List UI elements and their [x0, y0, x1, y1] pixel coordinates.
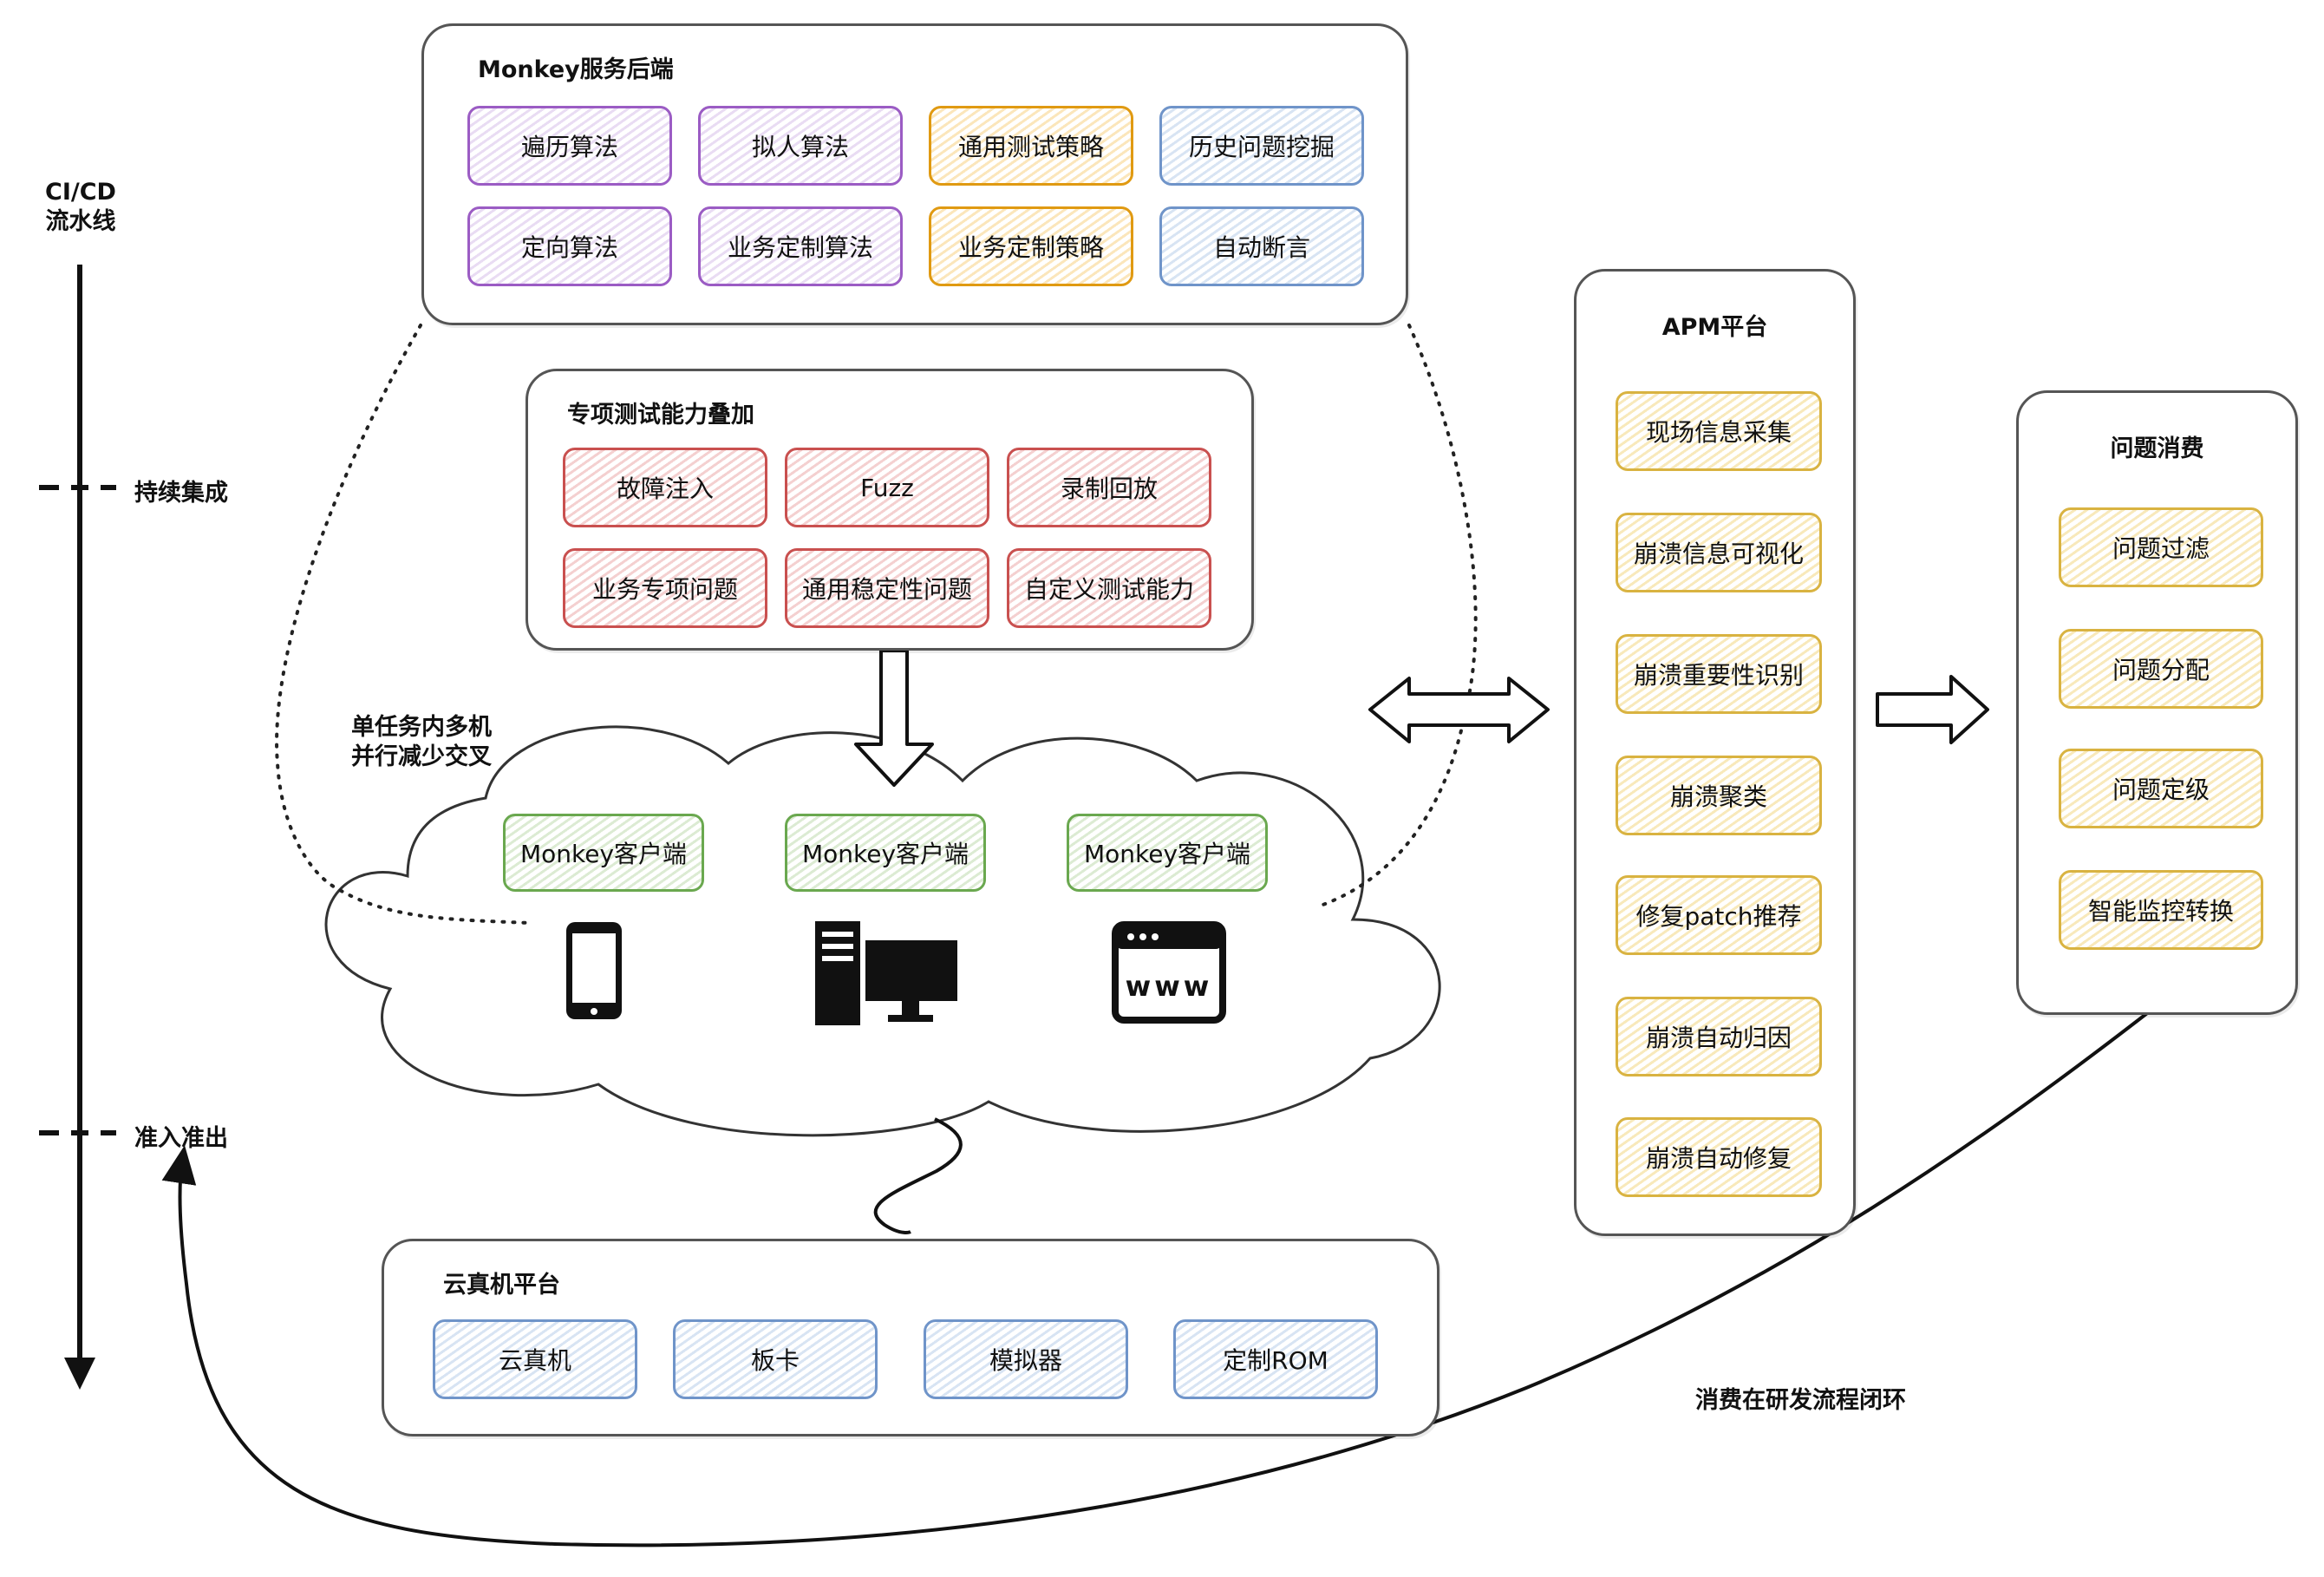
chip-issue-assign: 问题分配: [2059, 629, 2263, 709]
monkey-client-desktop: Monkey客户端: [785, 814, 986, 892]
chip-patch-recommend: 修复patch推荐: [1616, 875, 1822, 955]
cloud-note: 单任务内多机 并行减少交叉: [351, 713, 492, 772]
stage-ci-label: 持续集成: [134, 480, 228, 507]
chip-crash-visualization: 崩溃信息可视化: [1616, 513, 1822, 592]
monkey-backend-title: Monkey服务后端: [478, 56, 674, 83]
chip-custom-test: 自定义测试能力: [1007, 548, 1211, 628]
apm-panel: APM平台 现场信息采集 崩溃信息可视化 崩溃重要性识别 崩溃聚类 修复patc…: [1574, 269, 1856, 1236]
device-platform-title: 云真机平台: [443, 1272, 560, 1299]
loop-label: 消费在研发流程闭环: [1695, 1387, 1906, 1414]
stage-gate-label: 准入准出: [134, 1125, 228, 1152]
chip-record-replay: 录制回放: [1007, 448, 1211, 527]
special-test-panel: 专项测试能力叠加 故障注入 Fuzz 录制回放 业务专项问题 通用稳定性问题 自…: [526, 369, 1254, 651]
chip-crash-clustering: 崩溃聚类: [1616, 756, 1822, 835]
issue-consume-panel: 问题消费 问题过滤 问题分配 问题定级 智能监控转换: [2016, 390, 2298, 1015]
double-hollow-arrow: [1368, 677, 1550, 743]
chip-general-stability: 通用稳定性问题: [785, 548, 989, 628]
apm-title: APM平台: [1661, 314, 1768, 341]
dotted-link-right: [1316, 324, 1478, 908]
down-hollow-arrow: [854, 649, 934, 787]
chip-business-strategy: 业务定制策略: [929, 206, 1133, 286]
feedback-loop-curve: [161, 1009, 2152, 1548]
desktop-computer-icon: [815, 921, 957, 1025]
chip-smart-monitor: 智能监控转换: [2059, 870, 2263, 950]
cloud-note-line2: 并行减少交叉: [351, 743, 492, 770]
monkey-backend-panel: Monkey服务后端 遍历算法 拟人算法 通用测试策略 历史问题挖掘 定向算法 …: [421, 23, 1408, 325]
chip-traversal-algorithm: 遍历算法: [467, 106, 672, 186]
special-test-title: 专项测试能力叠加: [567, 402, 754, 429]
chip-issue-filter: 问题过滤: [2059, 507, 2263, 587]
issue-consume-title: 问题消费: [2110, 435, 2204, 462]
pipeline-title-line1: CI/CD: [45, 179, 116, 206]
chip-business-algorithm: 业务定制算法: [698, 206, 903, 286]
phone-icon: [566, 922, 622, 1019]
pipeline-title: CI/CD 流水线: [42, 178, 120, 237]
chip-fault-injection: 故障注入: [563, 448, 767, 527]
chip-custom-rom: 定制ROM: [1173, 1319, 1378, 1399]
web-browser-icon: www: [1112, 921, 1226, 1024]
chip-crash-attribution: 崩溃自动归因: [1616, 997, 1822, 1076]
chip-crash-autofix: 崩溃自动修复: [1616, 1117, 1822, 1197]
dotted-link-left: [275, 324, 531, 925]
monkey-client-mobile: Monkey客户端: [503, 814, 704, 892]
chip-cloud-device: 云真机: [433, 1319, 637, 1399]
chip-fuzz: Fuzz: [785, 448, 989, 527]
chip-board: 板卡: [673, 1319, 878, 1399]
chip-general-strategy: 通用测试策略: [929, 106, 1133, 186]
right-hollow-arrow: [1876, 675, 1989, 744]
chip-humanlike-algorithm: 拟人算法: [698, 106, 903, 186]
chip-directed-algorithm: 定向算法: [467, 206, 672, 286]
chip-auto-assertion: 自动断言: [1159, 206, 1364, 286]
chip-business-issue: 业务专项问题: [563, 548, 767, 628]
cloud-note-line1: 单任务内多机: [351, 714, 492, 741]
chip-emulator: 模拟器: [924, 1319, 1128, 1399]
chip-history-mining: 历史问题挖掘: [1159, 106, 1364, 186]
pipeline-arrowhead: [64, 1358, 95, 1390]
device-platform-panel: 云真机平台 云真机 板卡 模拟器 定制ROM: [382, 1239, 1439, 1436]
chip-crash-importance: 崩溃重要性识别: [1616, 634, 1822, 714]
monkey-client-web: Monkey客户端: [1067, 814, 1268, 892]
www-text: www: [1126, 970, 1213, 1003]
chip-issue-grading: 问题定级: [2059, 749, 2263, 828]
chip-onsite-collection: 现场信息采集: [1616, 391, 1822, 471]
pipeline-title-line2: 流水线: [45, 208, 116, 235]
cloud-device-squiggle: [873, 1117, 963, 1234]
